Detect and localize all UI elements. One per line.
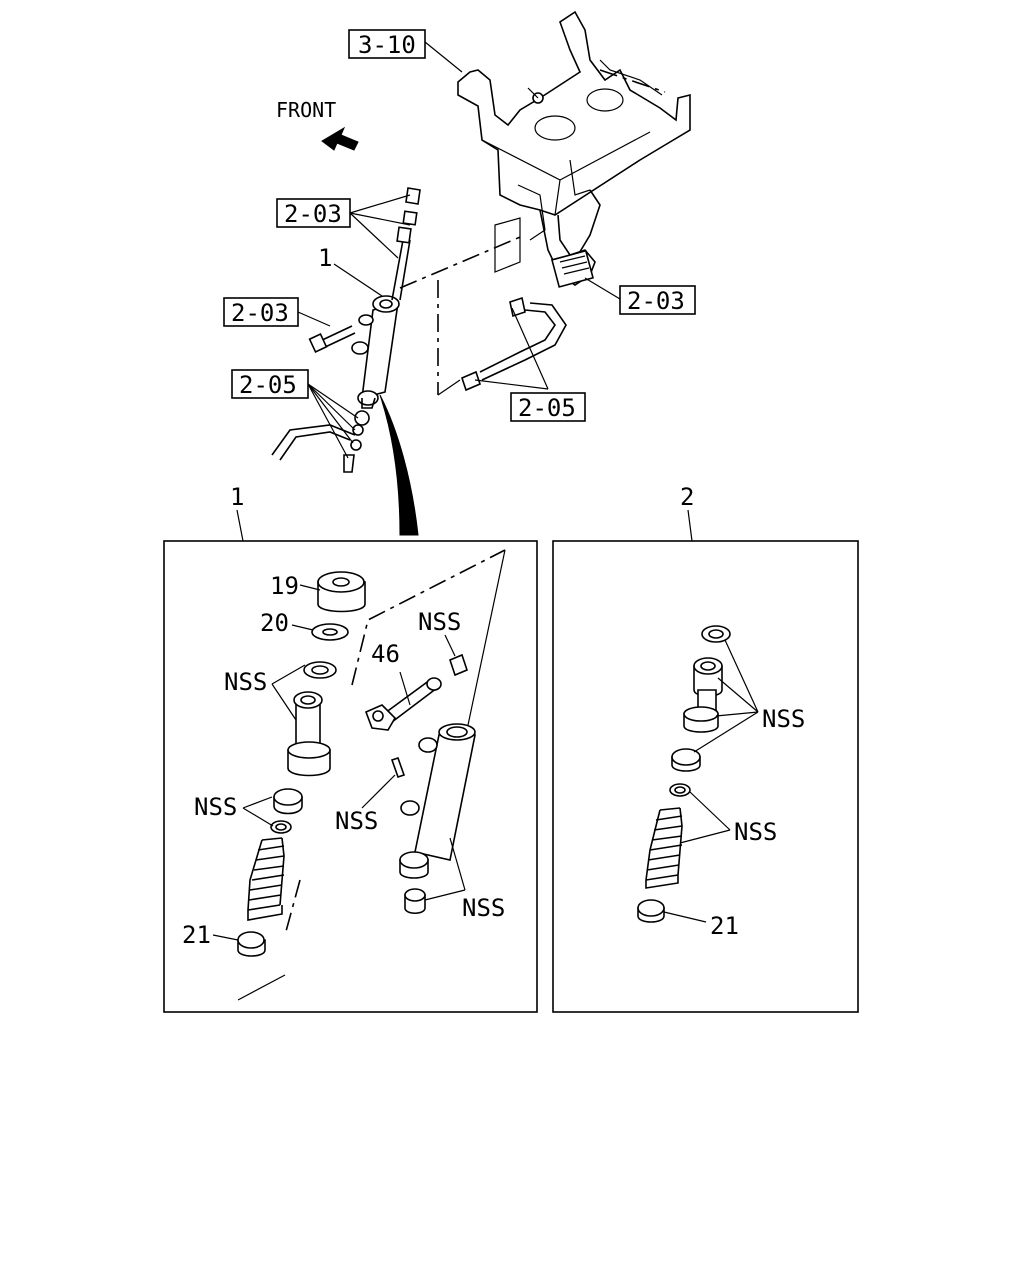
svg-text:2-05: 2-05 — [518, 394, 576, 422]
svg-text:2-05: 2-05 — [239, 371, 297, 399]
ref-box-2-05-right: 2-05 — [510, 392, 586, 422]
front-label: FRONT — [276, 98, 336, 122]
panel-1-number: 1 — [230, 483, 244, 511]
svg-text:2-03: 2-03 — [627, 287, 685, 315]
callout-20: 20 — [260, 609, 289, 637]
top-leader-lines — [297, 41, 621, 459]
callout-nss-cup: NSS — [194, 793, 237, 821]
panel-2-leaders — [663, 639, 759, 923]
svg-text:2-03: 2-03 — [231, 299, 289, 327]
master-cylinder-top — [271, 187, 526, 473]
svg-text:2-03: 2-03 — [284, 200, 342, 228]
panel-1-leaders — [212, 584, 466, 941]
callout-nss-panel2-upper: NSS — [762, 705, 805, 733]
callout-nss-panel2-lower: NSS — [734, 818, 777, 846]
ref-box-2-03-right: 2-03 — [619, 285, 696, 315]
panel-1-parts — [237, 549, 506, 1001]
spring-panel-2 — [645, 807, 683, 889]
panel-1-frame — [163, 540, 538, 1013]
ref-box-2-05-left: 2-05 — [231, 369, 309, 399]
svg-text:3-10: 3-10 — [358, 31, 416, 59]
reservoir-hose — [461, 296, 567, 392]
callout-21-right: 21 — [710, 912, 739, 940]
ref-box-3-10: 3-10 — [348, 29, 426, 59]
callout-nss-piston: NSS — [224, 668, 267, 696]
spring-panel-1 — [247, 837, 285, 921]
panel-2-number: 2 — [680, 483, 694, 511]
callout-nss-body: NSS — [462, 894, 505, 922]
panel-2-frame — [552, 540, 859, 1013]
ref-box-2-03-upper: 2-03 — [276, 198, 351, 228]
callout-21-left: 21 — [182, 921, 211, 949]
ref-box-2-03-left: 2-03 — [223, 297, 299, 327]
callout-46: 46 — [371, 640, 400, 668]
callout-19: 19 — [270, 572, 299, 600]
callout-nss-pin: NSS — [335, 807, 378, 835]
pedal-bracket — [457, 10, 691, 288]
detail-pointer-arrow — [379, 394, 419, 536]
callout-nss-sleeve: NSS — [418, 608, 461, 636]
panel-2-parts — [637, 625, 731, 923]
front-arrow-icon — [321, 126, 359, 151]
callout-1-top: 1 — [318, 244, 332, 272]
